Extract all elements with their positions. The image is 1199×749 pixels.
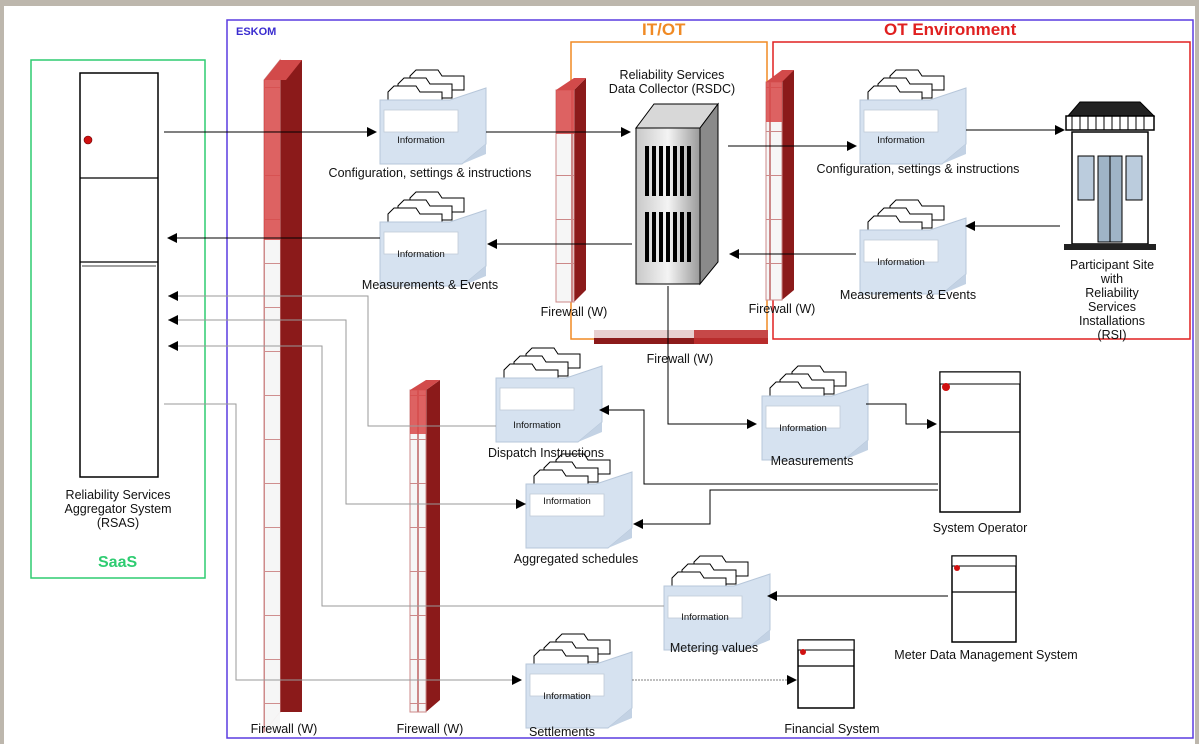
info-folder-measurements (762, 366, 868, 460)
itot-zone-title: IT/OT (642, 20, 685, 40)
mdms-label: Meter Data Management System (894, 648, 1077, 662)
rsas-server-icon (80, 73, 158, 477)
info-label-meas-right: Information (877, 257, 925, 268)
firewall-ot-icon (766, 70, 794, 300)
info-folder-config-right (860, 70, 966, 164)
top-border-strip (0, 0, 1199, 6)
system-operator-label: System Operator (933, 521, 1027, 535)
firewall-horizontal-label: Firewall (W) (647, 352, 714, 366)
ot-zone-title: OT Environment (884, 20, 1016, 40)
info-label-aggregated: Information (543, 496, 591, 507)
config-right-label: Configuration, settings & instructions (817, 162, 1020, 176)
right-border-strip (1195, 0, 1199, 744)
firewall-small-icon (410, 380, 440, 712)
financial-label: Financial System (784, 722, 879, 736)
info-label-measurements: Information (779, 423, 827, 434)
saas-zone-title: SaaS (98, 554, 137, 572)
meas-events-right-label: Measurements & Events (840, 288, 976, 302)
firewall-itot-icon (556, 78, 586, 302)
meas-events-left-label: Measurements & Events (362, 278, 498, 292)
rsdc-server-icon (636, 104, 718, 284)
info-folder-metering (664, 556, 770, 650)
firewall-big-label: Firewall (W) (251, 722, 318, 736)
participant-site-icon (1064, 102, 1156, 250)
system-operator-server-icon (940, 372, 1020, 512)
info-folder-config-left (380, 70, 486, 164)
financial-server-icon (798, 640, 854, 708)
rsas-label: Reliability Services Aggregator System (… (65, 488, 172, 530)
settlements-label: Settlements (529, 725, 595, 739)
rsdc-label: Reliability Services Data Collector (RSD… (609, 68, 735, 96)
config-left-label: Configuration, settings & instructions (329, 166, 532, 180)
firewall-small-label: Firewall (W) (397, 722, 464, 736)
mdms-server-icon (952, 556, 1016, 642)
dispatch-label: Dispatch Instructions (488, 446, 604, 460)
firewall-ot-label: Firewall (W) (749, 302, 816, 316)
aggregated-label: Aggregated schedules (514, 552, 638, 566)
info-folder-meas-left (380, 192, 486, 286)
info-label-config-left: Information (397, 135, 445, 146)
info-label-meas-left: Information (397, 249, 445, 260)
left-border-strip (0, 0, 4, 744)
info-folder-settlements (526, 634, 632, 728)
eskom-zone-title: ESKOM (236, 26, 276, 38)
info-folder-meas-right (860, 200, 966, 294)
info-label-metering: Information (681, 612, 729, 623)
firewall-horizontal-icon (594, 330, 768, 344)
gray-arrowheads (168, 291, 526, 685)
info-label-dispatch: Information (513, 420, 561, 431)
participant-label: Participant Site with Reliability Servic… (1069, 258, 1156, 342)
info-label-settlements: Information (543, 691, 591, 702)
firewall-itot-label: Firewall (W) (541, 305, 608, 319)
info-label-config-right: Information (877, 135, 925, 146)
measurements-label: Measurements (771, 454, 854, 468)
metering-label: Metering values (670, 641, 758, 655)
firewall-big-icon (264, 60, 302, 732)
